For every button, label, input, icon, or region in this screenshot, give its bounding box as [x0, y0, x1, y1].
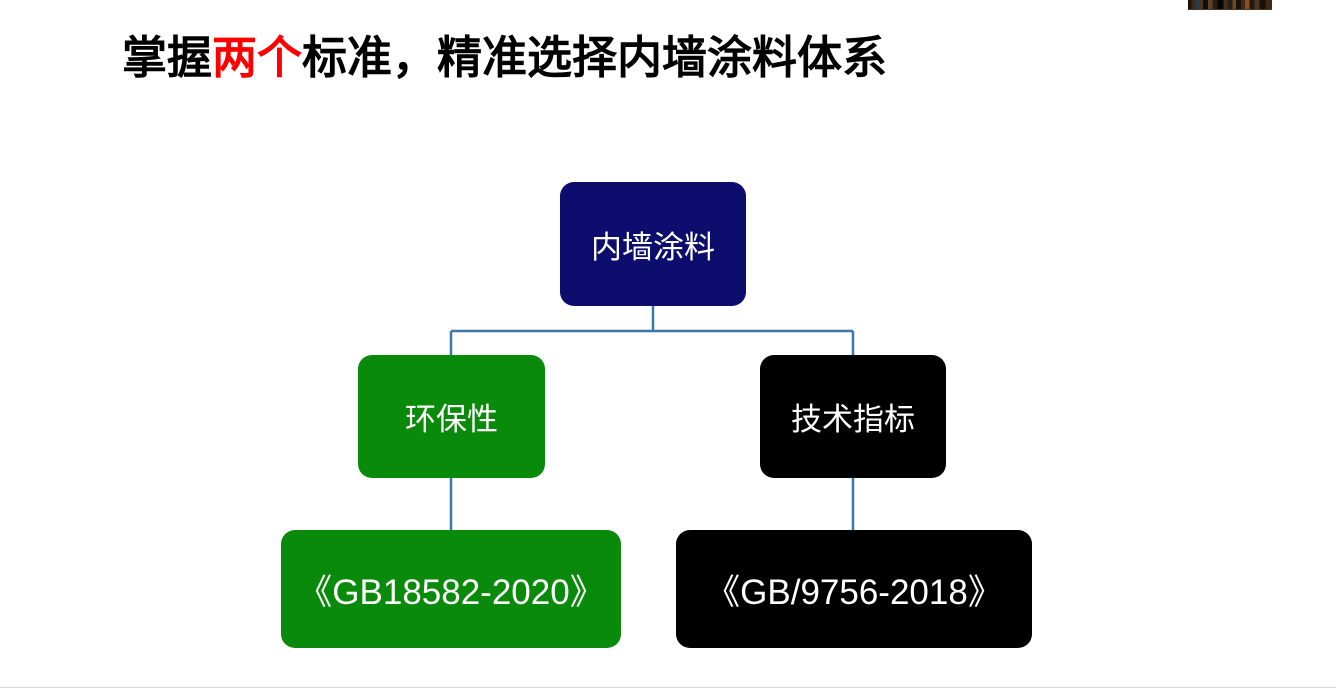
node-label: 《GB18582-2020》 [297, 572, 605, 612]
node-standard-gb18582[interactable]: 《GB18582-2020》 [281, 530, 621, 648]
node-standard-gb9756[interactable]: 《GB/9756-2018》 [676, 530, 1032, 648]
title-lead: 掌握 [122, 32, 213, 83]
node-root-interior-paint[interactable]: 内墙涂料 [560, 182, 746, 306]
node-technical-indicators[interactable]: 技术指标 [760, 355, 946, 478]
node-label: 技术指标 [791, 402, 915, 437]
node-label: 环保性 [405, 402, 498, 437]
title-accent: 两个 [212, 32, 303, 83]
node-label: 《GB/9756-2018》 [705, 572, 1003, 612]
node-label: 内墙涂料 [591, 229, 715, 265]
bottom-divider [0, 687, 1336, 688]
node-environmental-performance[interactable]: 环保性 [358, 355, 545, 478]
title-tail: 标准，精准选择内墙涂料体系 [302, 32, 888, 83]
top-right-image-artifact [1188, 0, 1272, 10]
page-title: 掌握两个标准，精准选择内墙涂料体系 [122, 32, 887, 84]
